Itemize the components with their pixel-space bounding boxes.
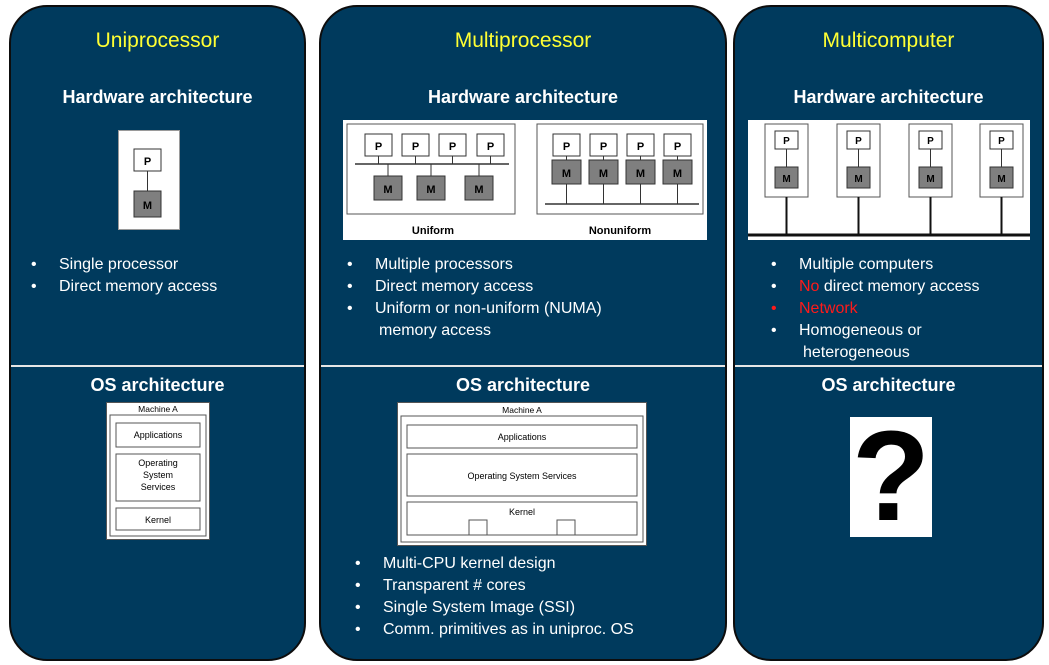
services-label: Operating [138, 458, 178, 468]
bullet-item: Multiple processors [347, 254, 602, 276]
bullet-item: Uniform or non-uniform (NUMA) [347, 298, 602, 320]
bullet-item: Direct memory access [347, 276, 602, 298]
svg-text:P: P [927, 136, 934, 147]
applications-label: Applications [498, 432, 547, 442]
multiprocessor-title: Multiprocessor [454, 29, 592, 52]
bullet-item: Single processor [31, 254, 217, 276]
services-label: Services [141, 482, 176, 492]
memory-label: M [143, 200, 152, 212]
svg-text:M: M [854, 174, 862, 185]
multiprocessor-os-heading: OS architecture [455, 375, 591, 395]
section-divider [11, 365, 304, 367]
question-mark: ? [851, 405, 931, 548]
svg-text:P: P [375, 141, 382, 153]
services-label: System [143, 470, 173, 480]
multicomputer-hw-bullets: Multiple computers No direct memory acce… [771, 254, 980, 364]
svg-text:P: P [855, 136, 862, 147]
svg-text:P: P [487, 141, 494, 153]
multiprocessor-hw-diagram: P P P P M M M Uniform [343, 120, 707, 240]
machine-label: Machine A [138, 404, 178, 414]
multicomputer-title: Multicomputer [822, 29, 955, 52]
svg-text:M: M [474, 184, 483, 196]
machine-label: Machine A [502, 405, 542, 415]
multiprocessor-os-bullets: Multi-CPU kernel design Transparent # co… [355, 553, 634, 641]
bullet-item: No direct memory access [771, 276, 980, 298]
multicomputer-os-heading: OS architecture [821, 375, 956, 395]
svg-text:P: P [998, 136, 1005, 147]
bullet-item: Comm. primitives as in uniproc. OS [355, 619, 634, 641]
svg-text:M: M [782, 174, 790, 185]
svg-text:M: M [426, 184, 435, 196]
bullet-item-network: Network [771, 298, 980, 320]
multiprocessor-panel: Multiprocessor Hardware architecture P P… [319, 5, 727, 661]
bullet-item: Direct memory access [31, 276, 217, 298]
svg-text:P: P [563, 141, 570, 153]
svg-text:P: P [412, 141, 419, 153]
uniprocessor-hw-diagram: P M [118, 130, 180, 230]
nonuniform-label: Nonuniform [589, 225, 652, 237]
memory-box [133, 190, 162, 218]
svg-text:M: M [997, 174, 1005, 185]
nonuniform-memories: M M M M [551, 159, 693, 185]
multiprocessor-hw-bullets: Multiple processors Direct memory access… [347, 254, 602, 342]
multiprocessor-hw-heading: Hardware architecture [427, 87, 619, 107]
uniprocessor-hw-bullets: Single processor Direct memory access [31, 254, 217, 298]
svg-text:P: P [449, 141, 456, 153]
computer-node: P M [836, 123, 881, 235]
svg-text:M: M [673, 168, 682, 180]
uniform-memories: M M M [373, 175, 494, 201]
svg-text:P: P [637, 141, 644, 153]
kernel-label: Kernel [509, 507, 535, 517]
uniprocessor-hw-heading: Hardware architecture [62, 87, 253, 107]
computer-node: P M [908, 123, 953, 235]
highlight-no: No [799, 278, 820, 295]
uniform-processors: P P P P [364, 133, 505, 157]
section-divider [321, 365, 725, 367]
applications-label: Applications [134, 430, 183, 440]
svg-text:M: M [636, 168, 645, 180]
svg-text:M: M [599, 168, 608, 180]
bullet-continuation: memory access [379, 322, 492, 339]
uniprocessor-title: Uniprocessor [95, 29, 220, 52]
nonuniform-processors: P P P P [552, 133, 692, 157]
bullet-continuation: heterogeneous [803, 344, 910, 361]
processor-label: P [144, 156, 151, 168]
uniprocessor-os-diagram: Machine A Applications Operating System … [106, 402, 210, 540]
svg-text:P: P [674, 141, 681, 153]
svg-text:M: M [383, 184, 392, 196]
section-divider [735, 365, 1042, 367]
svg-text:P: P [783, 136, 790, 147]
svg-text:M: M [926, 174, 934, 185]
multicomputer-hw-heading: Hardware architecture [793, 87, 984, 107]
question-mark-icon: ? [850, 405, 932, 548]
bullet-item: Homogeneous or [771, 320, 980, 342]
uniprocessor-os-heading: OS architecture [90, 375, 225, 395]
services-label: Operating System Services [467, 471, 577, 481]
computer-node: P M [979, 123, 1024, 235]
uniform-label: Uniform [412, 225, 454, 237]
uniprocessor-panel: Uniprocessor Hardware architecture P M S… [9, 5, 306, 661]
kernel-label: Kernel [145, 515, 171, 525]
bullet-item: Single System Image (SSI) [355, 597, 634, 619]
bullet-item: Multi-CPU kernel design [355, 553, 634, 575]
bullet-item: Multiple computers [771, 254, 980, 276]
multicomputer-panel: Multicomputer Hardware architecture P M … [733, 5, 1044, 661]
multiprocessor-os-diagram: Machine A Applications Operating System … [397, 402, 647, 546]
svg-text:P: P [600, 141, 607, 153]
multicomputer-hw-diagram: P M P M P M [748, 120, 1030, 240]
bullet-item: Transparent # cores [355, 575, 634, 597]
computer-node: P M [764, 123, 809, 235]
svg-text:M: M [562, 168, 571, 180]
